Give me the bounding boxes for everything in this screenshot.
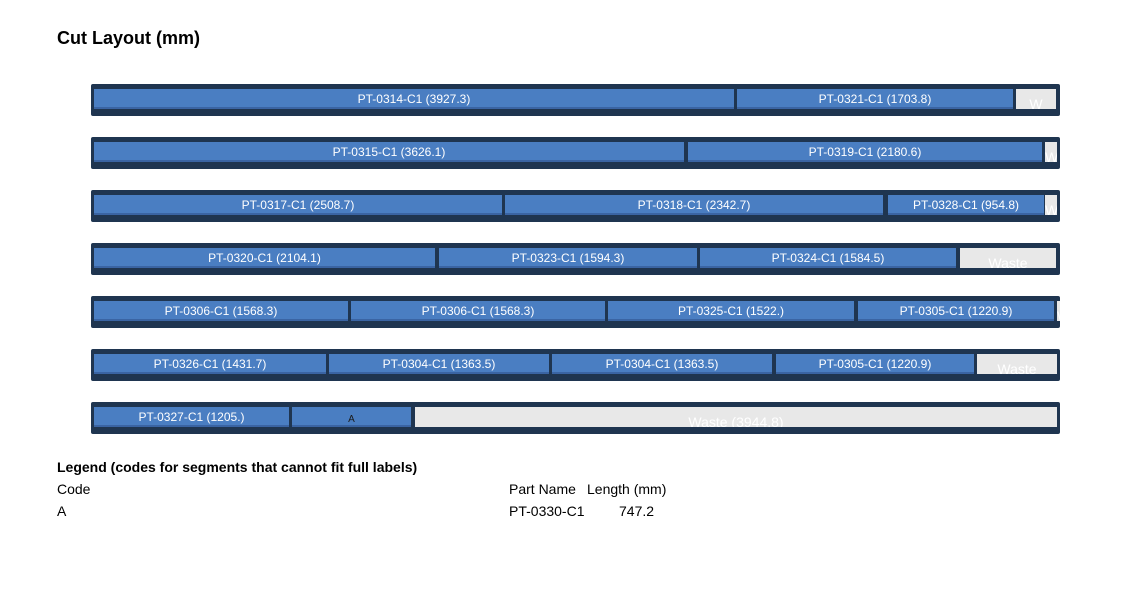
part-segment: PT-0325-C1 (1522.) (608, 301, 854, 321)
legend-header-code: Code (57, 481, 91, 497)
part-segment: PT-0320-C1 (2104.1) (94, 248, 435, 268)
part-segment: PT-0305-C1 (1220.9) (776, 354, 974, 374)
legend-header-part-name: Part Name (509, 481, 576, 497)
legend-title: Legend (codes for segments that cannot f… (57, 459, 418, 475)
part-segment: PT-0314-C1 (3927.3) (94, 89, 734, 109)
part-segment: PT-0328-C1 (954.8) (888, 195, 1044, 215)
legend-row: A PT-0330-C1 747.2 (57, 500, 757, 522)
part-segment: PT-0321-C1 (1703.8) (737, 89, 1013, 109)
part-segment: PT-0327-C1 (1205.) (94, 407, 289, 427)
part-segment: PT-0317-C1 (2508.7) (94, 195, 502, 215)
waste-segment: Waste (3944.8) (415, 407, 1057, 427)
part-segment: A (292, 407, 411, 427)
stock-bar: PT-0314-C1 (3927.3)PT-0321-C1 (1703.8)W (91, 84, 1060, 116)
part-segment: PT-0315-C1 (3626.1) (94, 142, 684, 162)
legend: Legend (codes for segments that cannot f… (57, 456, 757, 522)
part-segment: PT-0304-C1 (1363.5) (329, 354, 549, 374)
stock-bar: PT-0317-C1 (2508.7)PT-0318-C1 (2342.7)PT… (91, 190, 1060, 222)
part-segment: PT-0304-C1 (1363.5) (552, 354, 772, 374)
part-segment: PT-0306-C1 (1568.3) (94, 301, 348, 321)
waste-segment: W (1045, 195, 1057, 215)
part-segment: PT-0306-C1 (1568.3) (351, 301, 605, 321)
stock-bar: PT-0326-C1 (1431.7)PT-0304-C1 (1363.5)PT… (91, 349, 1060, 381)
legend-code: A (57, 503, 67, 519)
part-segment: PT-0324-C1 (1584.5) (700, 248, 956, 268)
legend-header-row: Code Part Name Length (mm) (57, 478, 757, 500)
stock-bar: PT-0306-C1 (1568.3)PT-0306-C1 (1568.3)PT… (91, 296, 1060, 328)
legend-length: 747.2 (619, 503, 655, 519)
part-segment: PT-0323-C1 (1594.3) (439, 248, 697, 268)
stock-bar: PT-0315-C1 (3626.1)PT-0319-C1 (2180.6)W (91, 137, 1060, 169)
waste-segment: W (1057, 301, 1060, 321)
page-title: Cut Layout (mm) (57, 28, 200, 48)
waste-segment: Waste (977, 354, 1057, 374)
stock-bar: PT-0320-C1 (2104.1)PT-0323-C1 (1594.3)PT… (91, 243, 1060, 275)
part-segment: PT-0305-C1 (1220.9) (858, 301, 1054, 321)
waste-segment: W (1045, 142, 1057, 162)
part-segment: PT-0319-C1 (2180.6) (688, 142, 1042, 162)
part-segment: PT-0318-C1 (2342.7) (505, 195, 883, 215)
part-segment: PT-0326-C1 (1431.7) (94, 354, 326, 374)
waste-segment: Waste (960, 248, 1056, 268)
legend-part-name: PT-0330-C1 (509, 503, 585, 519)
legend-header-length: Length (mm) (587, 481, 667, 497)
waste-segment: W (1016, 89, 1056, 109)
